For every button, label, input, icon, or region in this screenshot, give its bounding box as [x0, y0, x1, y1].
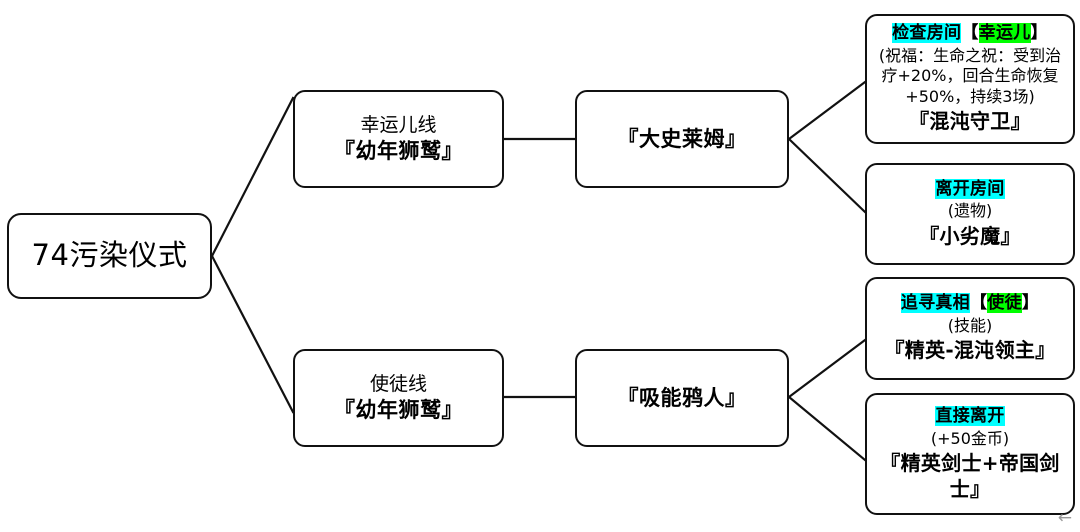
- tag-close-bracket: 】: [1021, 293, 1040, 314]
- node-leave-directly[interactable]: 直接离开 (+50金币) 『精英剑士+帝国剑士』: [865, 393, 1075, 515]
- node-lucky-stage2[interactable]: 『大史莱姆』: [575, 90, 789, 188]
- tag-label: 使徒: [987, 293, 1022, 314]
- node-leave-room-header: 离开房间: [935, 178, 1005, 201]
- node-seek-truth[interactable]: 追寻真相【使徒】 (技能) 『精英-混沌领主』: [865, 277, 1075, 380]
- node-inspect-room-header: 检查房间【幸运儿】: [892, 23, 1048, 45]
- choice-label: 检查房间: [892, 23, 962, 44]
- node-inspect-room[interactable]: 检查房间【幸运儿】 (祝福：生命之祝：受到治疗+20%，回合生命恢复+50%，持…: [865, 14, 1075, 144]
- node-root[interactable]: 74污染仪式: [7, 213, 212, 299]
- node-leave-directly-result: 『精英剑士+帝国剑士』: [880, 451, 1060, 501]
- node-seek-truth-result: 『精英-混沌领主』: [884, 338, 1056, 363]
- tag-open-bracket: 【: [969, 293, 988, 314]
- tag-label: 幸运儿: [978, 23, 1031, 44]
- node-root-label: 74污染仪式: [31, 238, 188, 273]
- node-apostle-stage1-line2: 『幼年狮鹫』: [334, 397, 463, 422]
- node-lucky-stage1-line2: 『幼年狮鹫』: [334, 138, 463, 163]
- node-inspect-room-detail: (祝福：生命之祝：受到治疗+20%，回合生命恢复+50%，持续3场): [878, 45, 1062, 106]
- choice-label: 离开房间: [935, 178, 1005, 199]
- tag-close-bracket: 】: [1030, 23, 1048, 44]
- back-arrow-icon[interactable]: ←: [1057, 508, 1072, 528]
- node-apostle-stage2-label: 『吸能鸦人』: [617, 385, 747, 410]
- node-apostle-stage2[interactable]: 『吸能鸦人』: [575, 349, 789, 447]
- node-leave-room-result: 『小劣魔』: [919, 223, 1021, 248]
- choice-label: 直接离开: [935, 405, 1005, 426]
- node-leave-directly-header: 直接离开: [935, 405, 1005, 428]
- node-apostle-stage1[interactable]: 使徒线 『幼年狮鹫』: [293, 349, 504, 447]
- node-inspect-room-result: 『混沌守卫』: [909, 109, 1031, 134]
- node-leave-room-detail: (遗物): [947, 201, 993, 221]
- node-lucky-stage1-line1: 幸运儿线: [360, 114, 437, 137]
- node-leave-room[interactable]: 离开房间 (遗物) 『小劣魔』: [865, 163, 1075, 265]
- choice-label: 追寻真相: [900, 293, 970, 314]
- node-lucky-stage1[interactable]: 幸运儿线 『幼年狮鹫』: [293, 90, 504, 188]
- node-seek-truth-detail: (技能): [947, 315, 993, 335]
- node-apostle-stage1-line1: 使徒线: [369, 373, 427, 396]
- node-seek-truth-header: 追寻真相【使徒】: [900, 293, 1040, 315]
- tag-open-bracket: 【: [961, 23, 979, 44]
- node-lucky-stage2-label: 『大史莱姆』: [617, 126, 747, 151]
- node-leave-directly-detail: (+50金币): [930, 428, 1010, 448]
